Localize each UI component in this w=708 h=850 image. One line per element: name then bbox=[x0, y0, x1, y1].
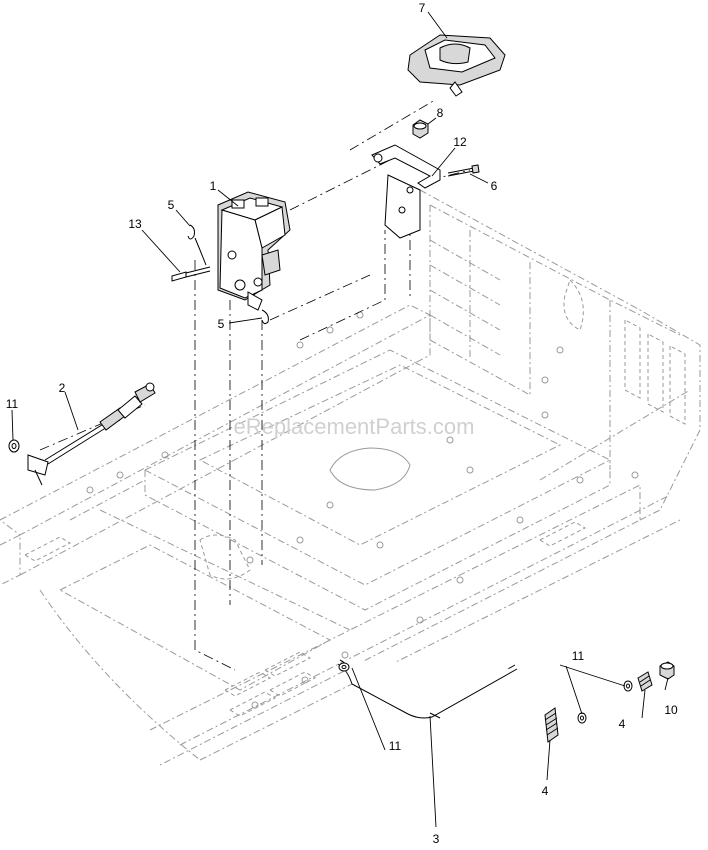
part-12-bracket bbox=[371, 144, 441, 239]
callout-11-right: 11 bbox=[572, 649, 585, 663]
callout-13: 13 bbox=[128, 217, 142, 231]
callout-1: 1 bbox=[210, 179, 217, 193]
part-11-washers-right bbox=[577, 680, 633, 724]
callout-11-left: 11 bbox=[6, 397, 19, 411]
callout-11-rod: 11 bbox=[389, 739, 402, 753]
part-13-screw bbox=[171, 266, 211, 282]
mower-frame-phantom bbox=[0, 189, 701, 766]
part-6-bolt bbox=[447, 164, 480, 177]
part-4-spring-upper bbox=[637, 671, 653, 692]
part-11-washer-left bbox=[8, 439, 20, 453]
callout-5-lower: 5 bbox=[218, 317, 225, 331]
callout-12: 12 bbox=[453, 135, 467, 149]
part-8-nut bbox=[412, 119, 429, 139]
callout-3: 3 bbox=[433, 832, 440, 846]
part-3-rod bbox=[337, 659, 518, 719]
part-5-clip-lower bbox=[261, 309, 269, 325]
callout-8: 8 bbox=[437, 106, 444, 120]
part-10-nut bbox=[659, 661, 675, 680]
callout-10: 10 bbox=[664, 703, 678, 717]
callout-6: 6 bbox=[491, 179, 498, 193]
part-11-washer-rod bbox=[338, 662, 350, 672]
part-7-cover bbox=[407, 34, 506, 97]
callout-4-lower: 4 bbox=[542, 784, 549, 798]
callout-5-upper: 5 bbox=[168, 198, 175, 212]
callout-leader-lines bbox=[11, 11, 669, 828]
part-4-spring-lower bbox=[544, 707, 559, 743]
watermark-text: eReplacementParts.com bbox=[234, 414, 475, 439]
callout-2: 2 bbox=[59, 381, 66, 395]
callout-7: 7 bbox=[419, 1, 426, 15]
part-1-switch-module bbox=[217, 191, 291, 311]
callout-4-upper: 4 bbox=[619, 717, 626, 731]
callout-labels: 7 8 12 6 1 5 13 5 2 11 11 10 4 11 4 3 bbox=[6, 1, 678, 846]
part-5-clip-upper bbox=[187, 224, 207, 266]
part-2-cable bbox=[27, 382, 156, 486]
